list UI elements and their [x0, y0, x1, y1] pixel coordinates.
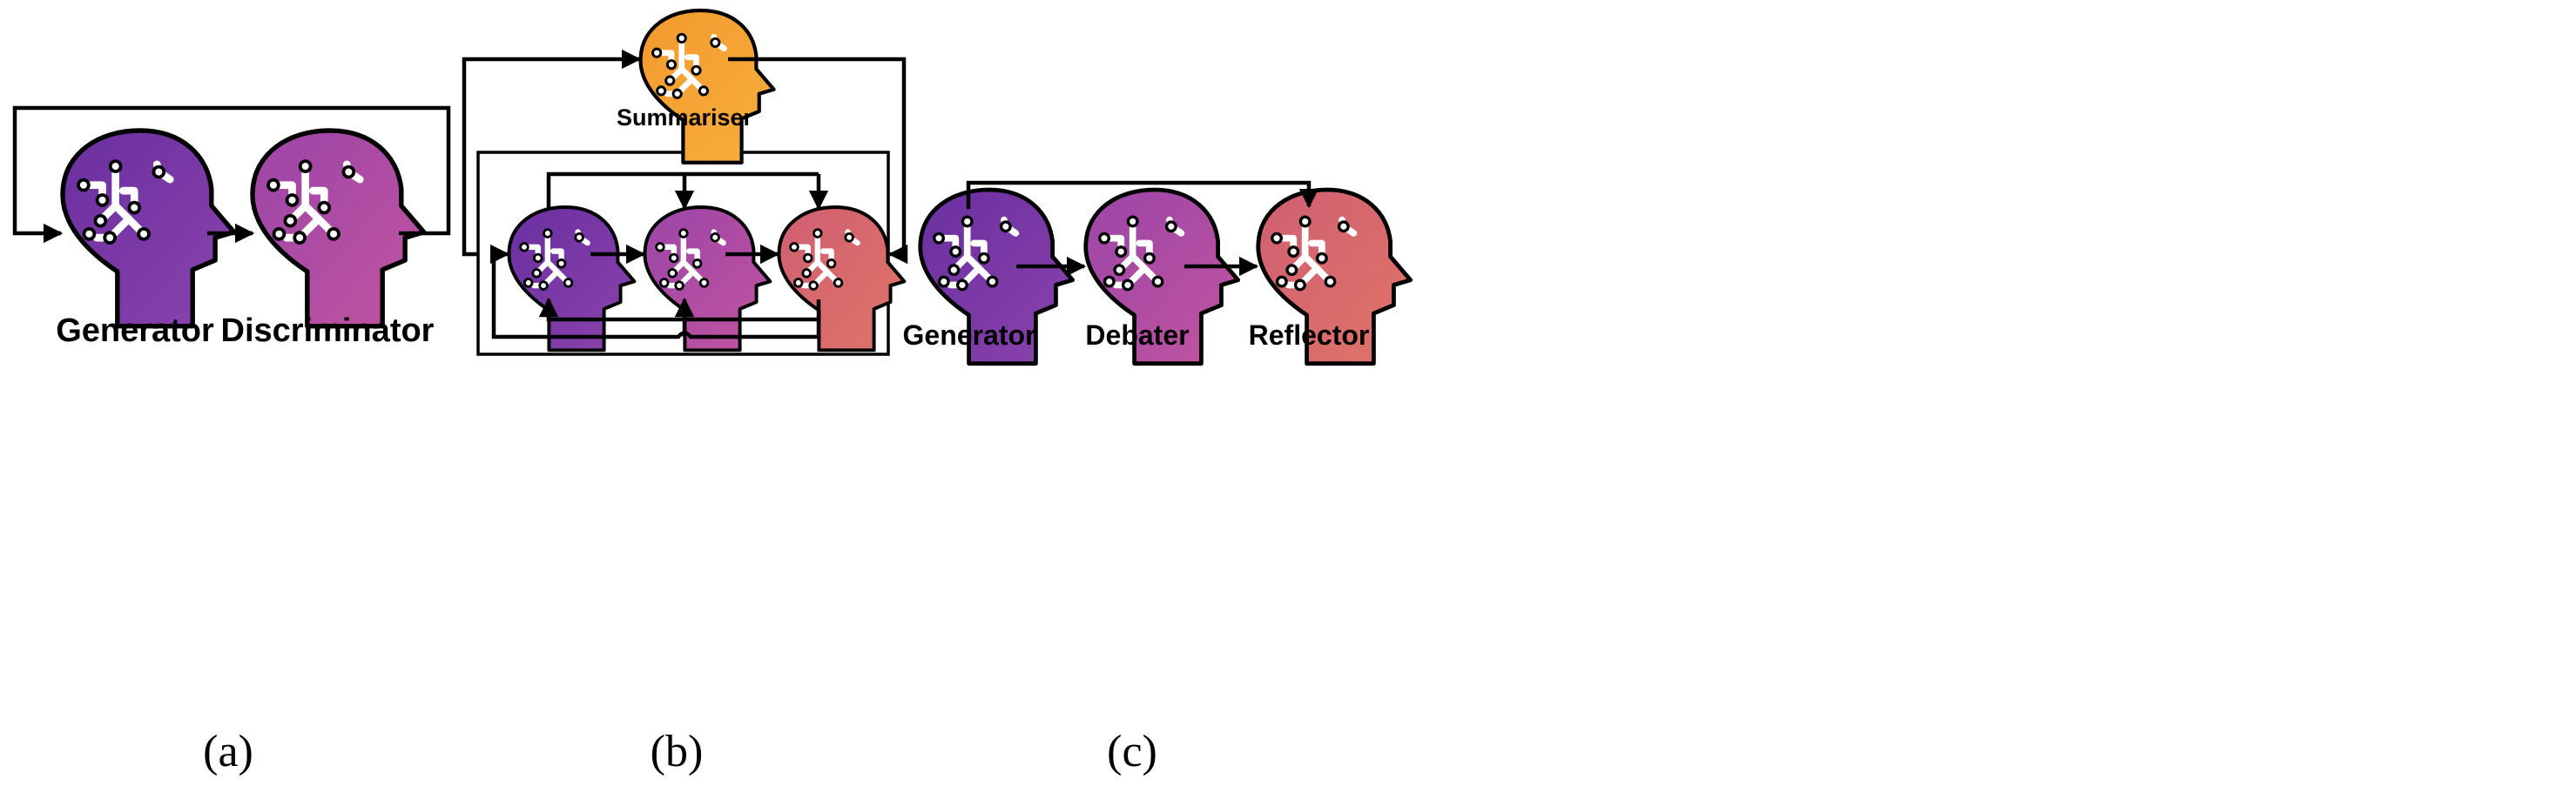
- circuit-brain-icon: [1098, 215, 1185, 292]
- circuit-brain-icon: [1271, 215, 1358, 292]
- panel-a-generator-label: Generator: [56, 312, 214, 349]
- head-silhouette-icon: [1083, 187, 1241, 366]
- panel-b-agent-1-head: [507, 205, 637, 353]
- panel-a: Generator Discriminator (a): [12, 105, 451, 776]
- panel-a-generator-head: [60, 128, 237, 329]
- panel-c: Generator Debater Reflector (c): [903, 180, 1413, 776]
- panel-c-reflector-head: [1256, 187, 1413, 366]
- head-silhouette-icon: [60, 128, 237, 329]
- circuit-brain-icon: [77, 159, 174, 245]
- circuit-brain-icon: [519, 228, 590, 291]
- panel-b-summariser-to-group-arrow: [728, 57, 908, 265]
- circuit-brain-icon: [655, 228, 726, 291]
- panel-b-agent1-top-link: [546, 171, 819, 208]
- panel-c-gen-to-reflector-arrow: [966, 180, 1319, 209]
- panel-b-summariser-label: Summariser: [617, 104, 753, 131]
- panel-a-feedback-loop-arrow: [12, 105, 451, 244]
- head-silhouette-icon: [918, 187, 1076, 366]
- panel-b-agent-3-head: [777, 205, 907, 353]
- panel-a-caption: (a): [203, 727, 253, 776]
- panel-b: Summariser (b): [462, 8, 908, 776]
- circuit-brain-icon: [933, 215, 1020, 292]
- panel-b-agent-2-head: [643, 205, 772, 353]
- panel-b-summariser-head: [638, 8, 776, 165]
- panel-c-generator-head: [918, 187, 1076, 366]
- panel-b-group-to-summariser-arrow: [462, 49, 642, 257]
- panel-b-caption: (b): [651, 727, 704, 776]
- head-silhouette-icon: [250, 128, 427, 329]
- panel-c-debater-head: [1083, 187, 1241, 366]
- panel-c-debater-label: Debater: [1085, 319, 1189, 351]
- panel-a-discriminator-head: [250, 128, 427, 329]
- head-silhouette-icon: [507, 205, 637, 353]
- circuit-brain-icon: [651, 32, 727, 99]
- panel-c-caption: (c): [1107, 727, 1157, 776]
- circuit-brain-icon: [266, 159, 364, 245]
- panel-c-generator-label: Generator: [903, 319, 1036, 351]
- panel-a-discriminator-label: Discriminator: [221, 312, 435, 349]
- head-silhouette-icon: [638, 8, 776, 165]
- panel-c-reflector-label: Reflector: [1249, 319, 1370, 351]
- circuit-brain-icon: [789, 228, 860, 291]
